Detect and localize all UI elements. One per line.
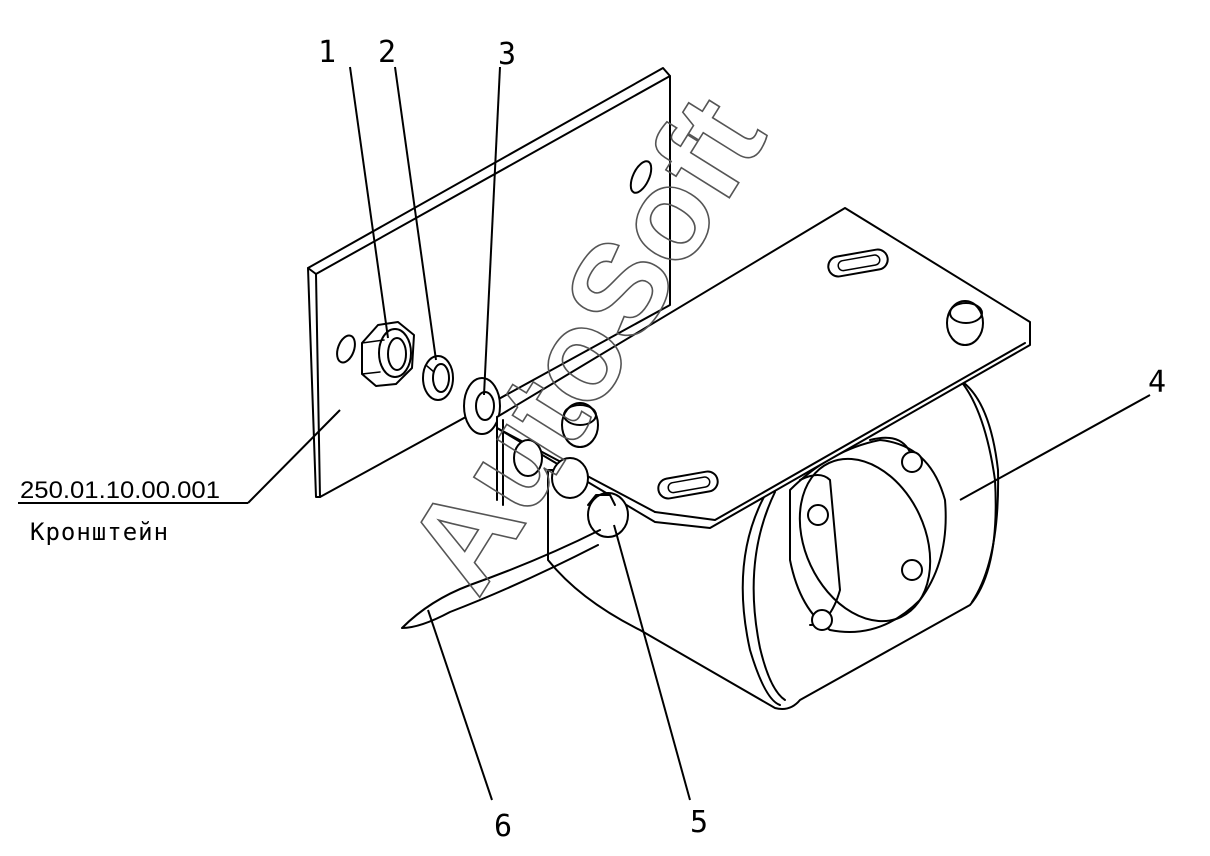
leader-lines: [18, 66, 1151, 801]
flange-nuts: [513, 439, 629, 538]
part-name: Кронштейн: [30, 518, 169, 546]
part-number: 250.01.10.00.001: [20, 477, 220, 504]
callout-5: 5: [690, 805, 708, 840]
callout-3: 3: [498, 37, 516, 72]
wire: [401, 529, 601, 629]
buzzer-body: [547, 379, 1000, 710]
buzzer-flange: [496, 207, 1031, 529]
callout-4: 4: [1148, 365, 1166, 400]
nut: [361, 321, 415, 387]
callout-2: 2: [378, 35, 396, 70]
callout-1: 1: [318, 35, 336, 70]
spring-washer: [422, 355, 454, 401]
callout-6: 6: [494, 809, 512, 844]
